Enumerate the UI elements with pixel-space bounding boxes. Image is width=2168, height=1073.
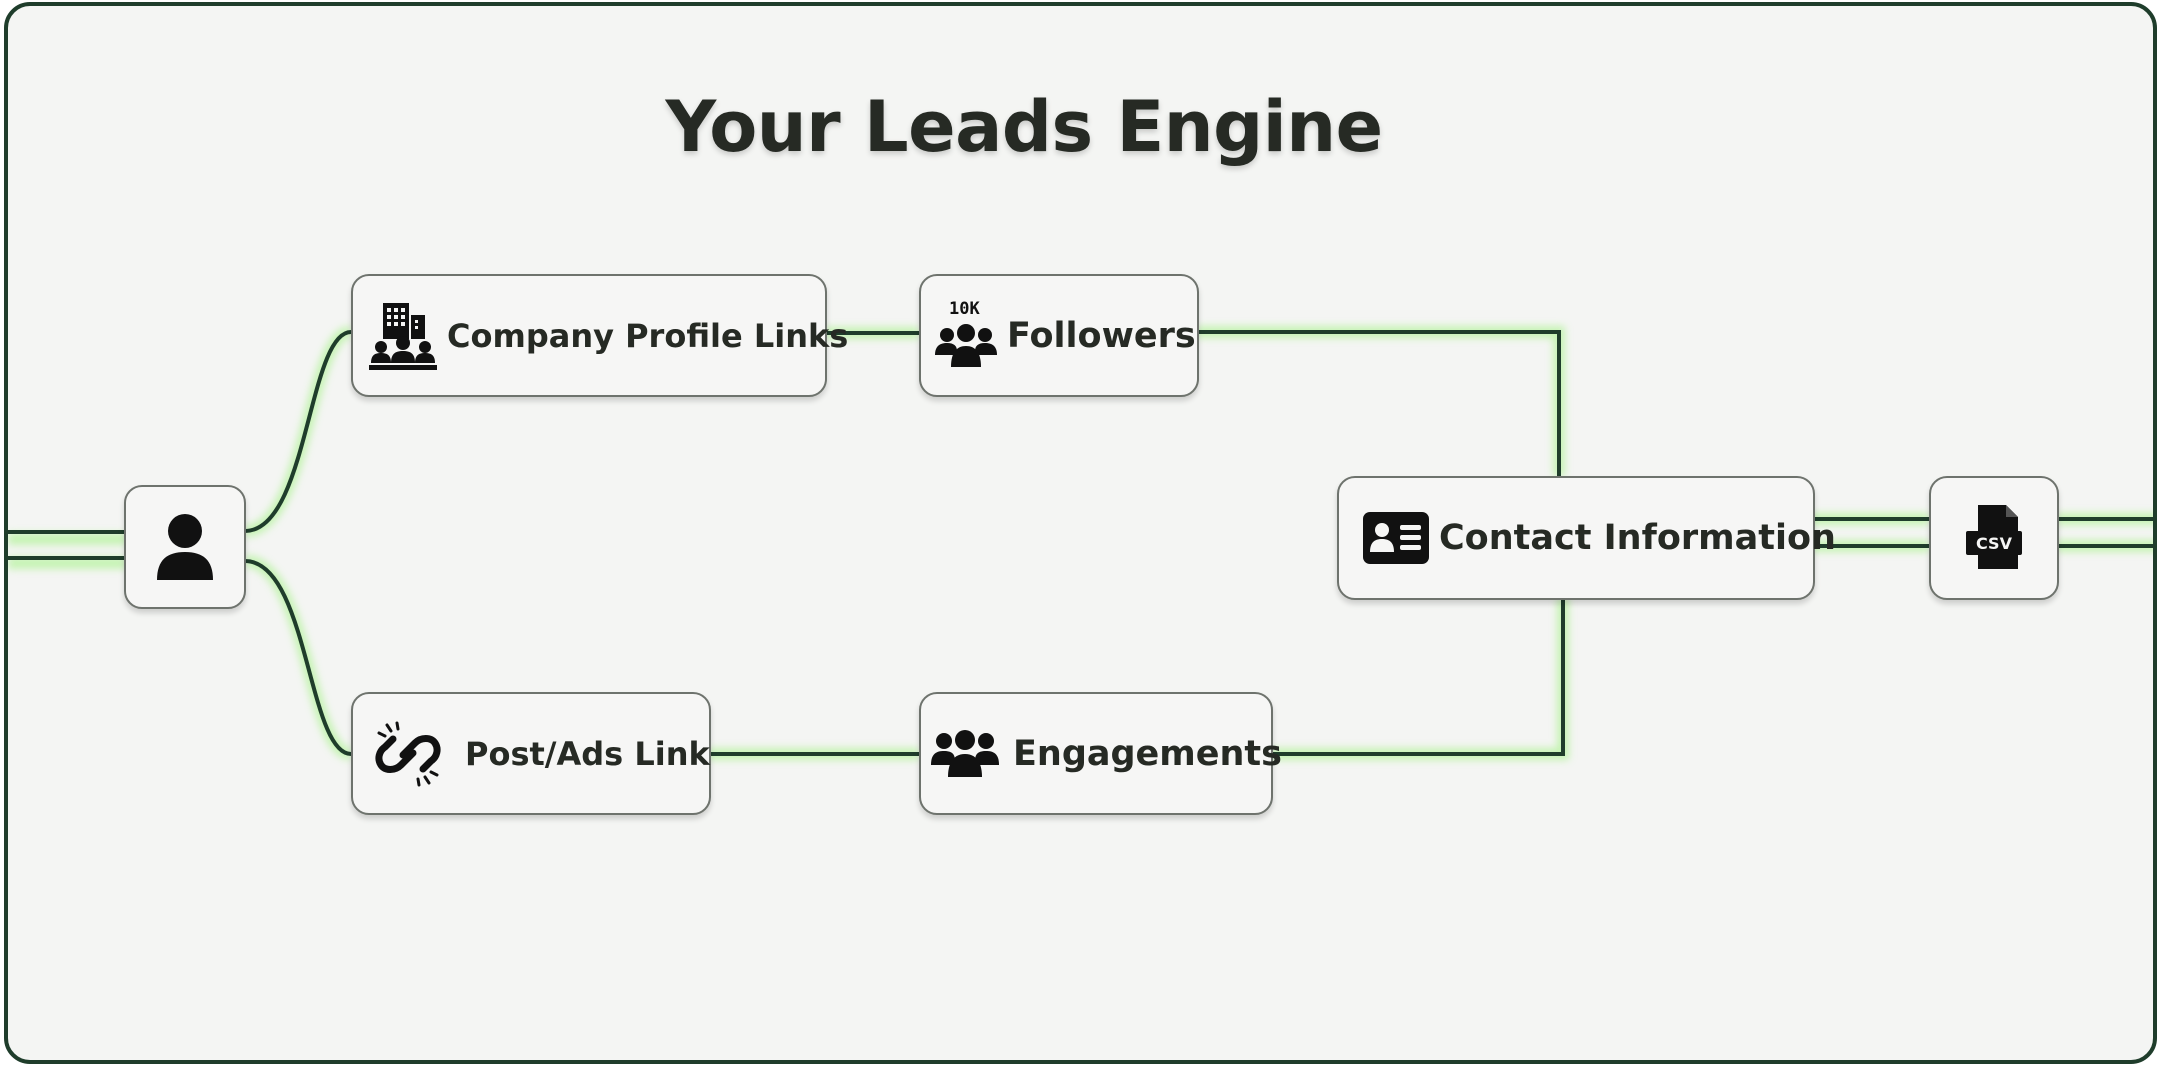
node-post-ads-link-label: Post/Ads Link	[465, 734, 710, 773]
node-csv-export[interactable]: CSV	[1929, 476, 2059, 600]
connector-lines	[8, 326, 2153, 760]
company-building-icon	[369, 302, 437, 370]
diagram-frame: Your Leads Engine Company Profil	[4, 2, 2157, 1064]
user-icon	[157, 514, 213, 580]
wire-followers-contact	[1197, 330, 1561, 476]
node-engagements-label: Engagements	[1013, 733, 1282, 774]
wire-engagements-contact	[1271, 598, 1565, 756]
wire-user-company	[244, 330, 352, 533]
followers-group-icon	[935, 323, 997, 367]
node-user[interactable]	[124, 485, 246, 609]
wire-user-post	[244, 559, 352, 756]
node-company-profile-links[interactable]: Company Profile Links	[351, 274, 848, 397]
followers-badge: 10K	[949, 298, 980, 319]
node-followers-label: Followers	[1007, 315, 1196, 356]
node-post-ads-link[interactable]: Post/Ads Link	[351, 692, 711, 815]
diagram-title: Your Leads Engine	[665, 86, 1383, 168]
csv-file-icon: CSV	[1966, 505, 2022, 569]
node-company-profile-links-label: Company Profile Links	[447, 316, 849, 355]
engagement-group-icon	[931, 729, 999, 777]
node-contact-information[interactable]: Contact Information	[1337, 476, 1836, 600]
link-icon	[375, 721, 441, 786]
node-contact-information-label: Contact Information	[1439, 518, 1836, 558]
csv-file-label: CSV	[1976, 534, 2013, 553]
contact-card-icon	[1363, 512, 1429, 564]
followers-icon-wrap: 10K	[935, 298, 997, 371]
node-engagements[interactable]: Engagements	[919, 692, 1282, 815]
node-followers[interactable]: 10K Followers	[919, 274, 1199, 397]
